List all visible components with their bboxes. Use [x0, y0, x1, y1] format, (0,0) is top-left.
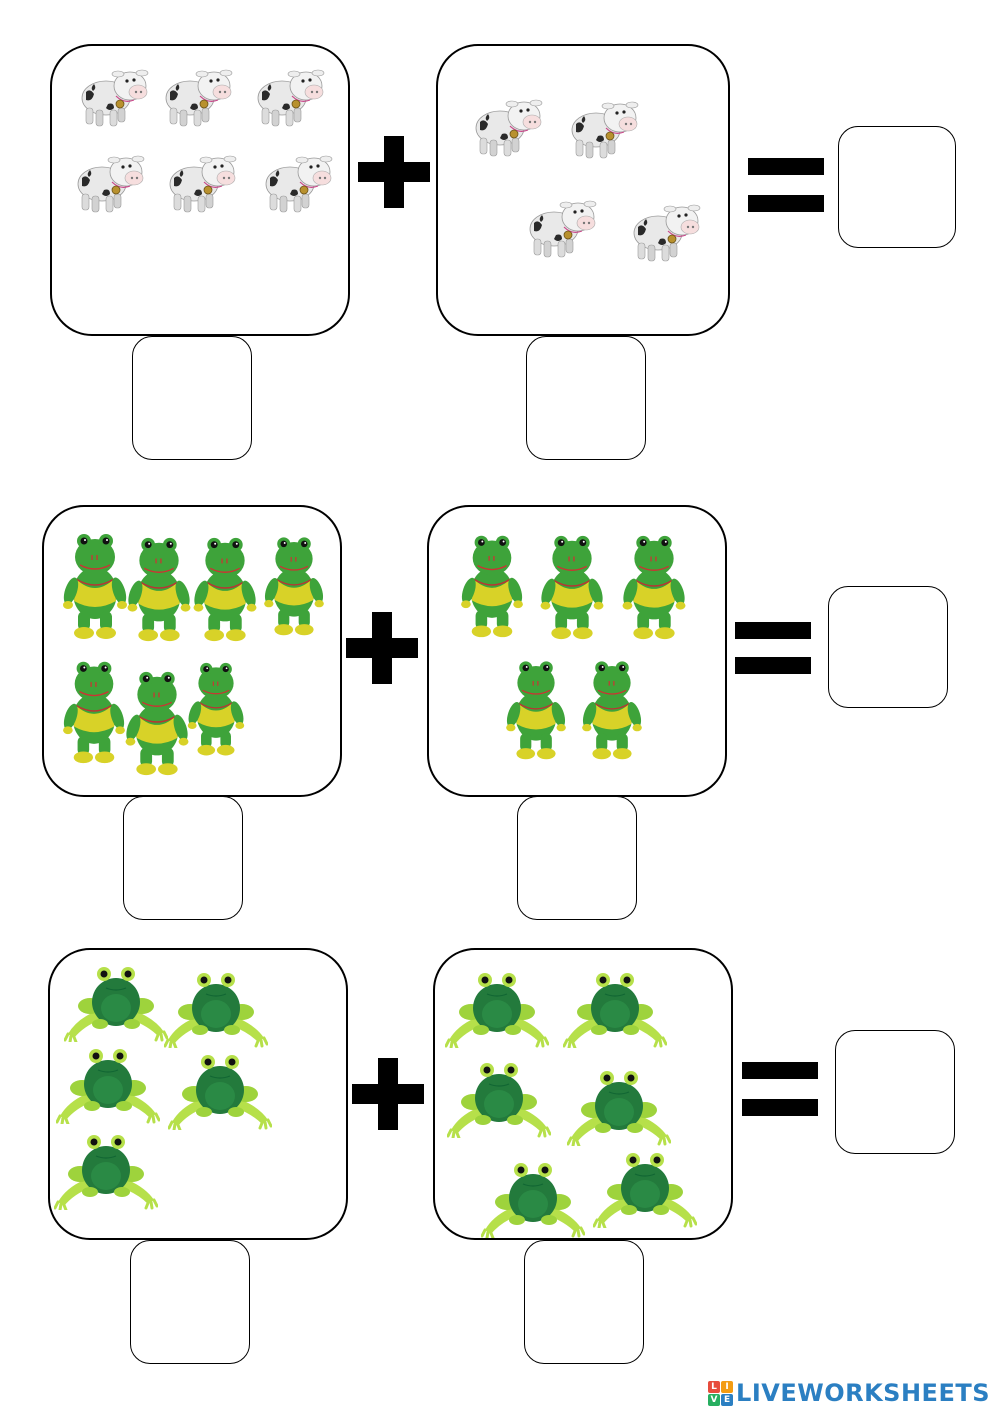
frog-icon	[192, 537, 258, 642]
cow-icon	[571, 101, 639, 159]
right-group-panel-1	[436, 44, 730, 336]
cow-icon	[169, 155, 237, 213]
equals-sign	[735, 622, 811, 674]
frog-icon	[459, 534, 525, 638]
frog-icon	[447, 1061, 551, 1138]
cow-icon	[257, 69, 325, 127]
answer-box-left-3[interactable]	[130, 1240, 250, 1364]
answer-box-right-1[interactable]	[526, 336, 646, 460]
frog-icon	[124, 671, 190, 776]
frog-icon	[126, 537, 192, 642]
answer-box-sum-1[interactable]	[838, 126, 956, 248]
cow-icon	[475, 99, 543, 157]
right-group-panel-3	[433, 948, 733, 1240]
liveworksheets-logo-icon: L I V E	[708, 1380, 734, 1406]
cow-icon	[265, 155, 333, 213]
frog-icon	[56, 1047, 160, 1124]
frog-icon	[593, 1151, 697, 1228]
answer-box-left-2[interactable]	[123, 796, 243, 920]
equals-sign	[742, 1062, 818, 1116]
frog-icon	[445, 971, 549, 1048]
cow-icon	[81, 69, 149, 127]
left-group-panel-1	[50, 44, 350, 336]
answer-box-sum-3[interactable]	[835, 1030, 955, 1154]
brand-name: LIVEWORKSHEETS	[736, 1379, 990, 1407]
frog-icon	[62, 533, 128, 640]
cow-icon	[165, 69, 233, 127]
right-group-panel-2	[427, 505, 727, 797]
answer-box-left-1[interactable]	[132, 336, 252, 460]
liveworksheets-brand: L I V E LIVEWORKSHEETS	[708, 1379, 990, 1407]
frog-icon	[168, 1053, 272, 1130]
left-group-panel-2	[42, 505, 342, 797]
plus-sign	[358, 136, 430, 208]
equals-sign	[748, 158, 824, 212]
frog-icon	[503, 660, 569, 760]
answer-box-sum-2[interactable]	[828, 586, 948, 708]
frog-icon	[185, 662, 247, 757]
frog-icon	[563, 971, 667, 1048]
frog-icon	[567, 1069, 671, 1146]
frog-icon	[54, 1133, 158, 1210]
answer-box-right-2[interactable]	[517, 796, 637, 920]
cow-icon	[633, 204, 701, 262]
frog-icon	[621, 535, 687, 640]
frog-icon	[579, 660, 645, 760]
answer-box-right-3[interactable]	[524, 1240, 644, 1364]
cow-icon	[529, 200, 597, 258]
frog-icon	[62, 660, 126, 764]
plus-sign	[352, 1058, 424, 1130]
frog-icon	[64, 965, 168, 1042]
frog-icon	[539, 535, 605, 640]
frog-icon	[262, 536, 326, 636]
frog-icon	[481, 1161, 585, 1238]
plus-sign	[346, 612, 418, 684]
cow-icon	[77, 155, 145, 213]
frog-icon	[164, 971, 268, 1048]
left-group-panel-3	[48, 948, 348, 1240]
